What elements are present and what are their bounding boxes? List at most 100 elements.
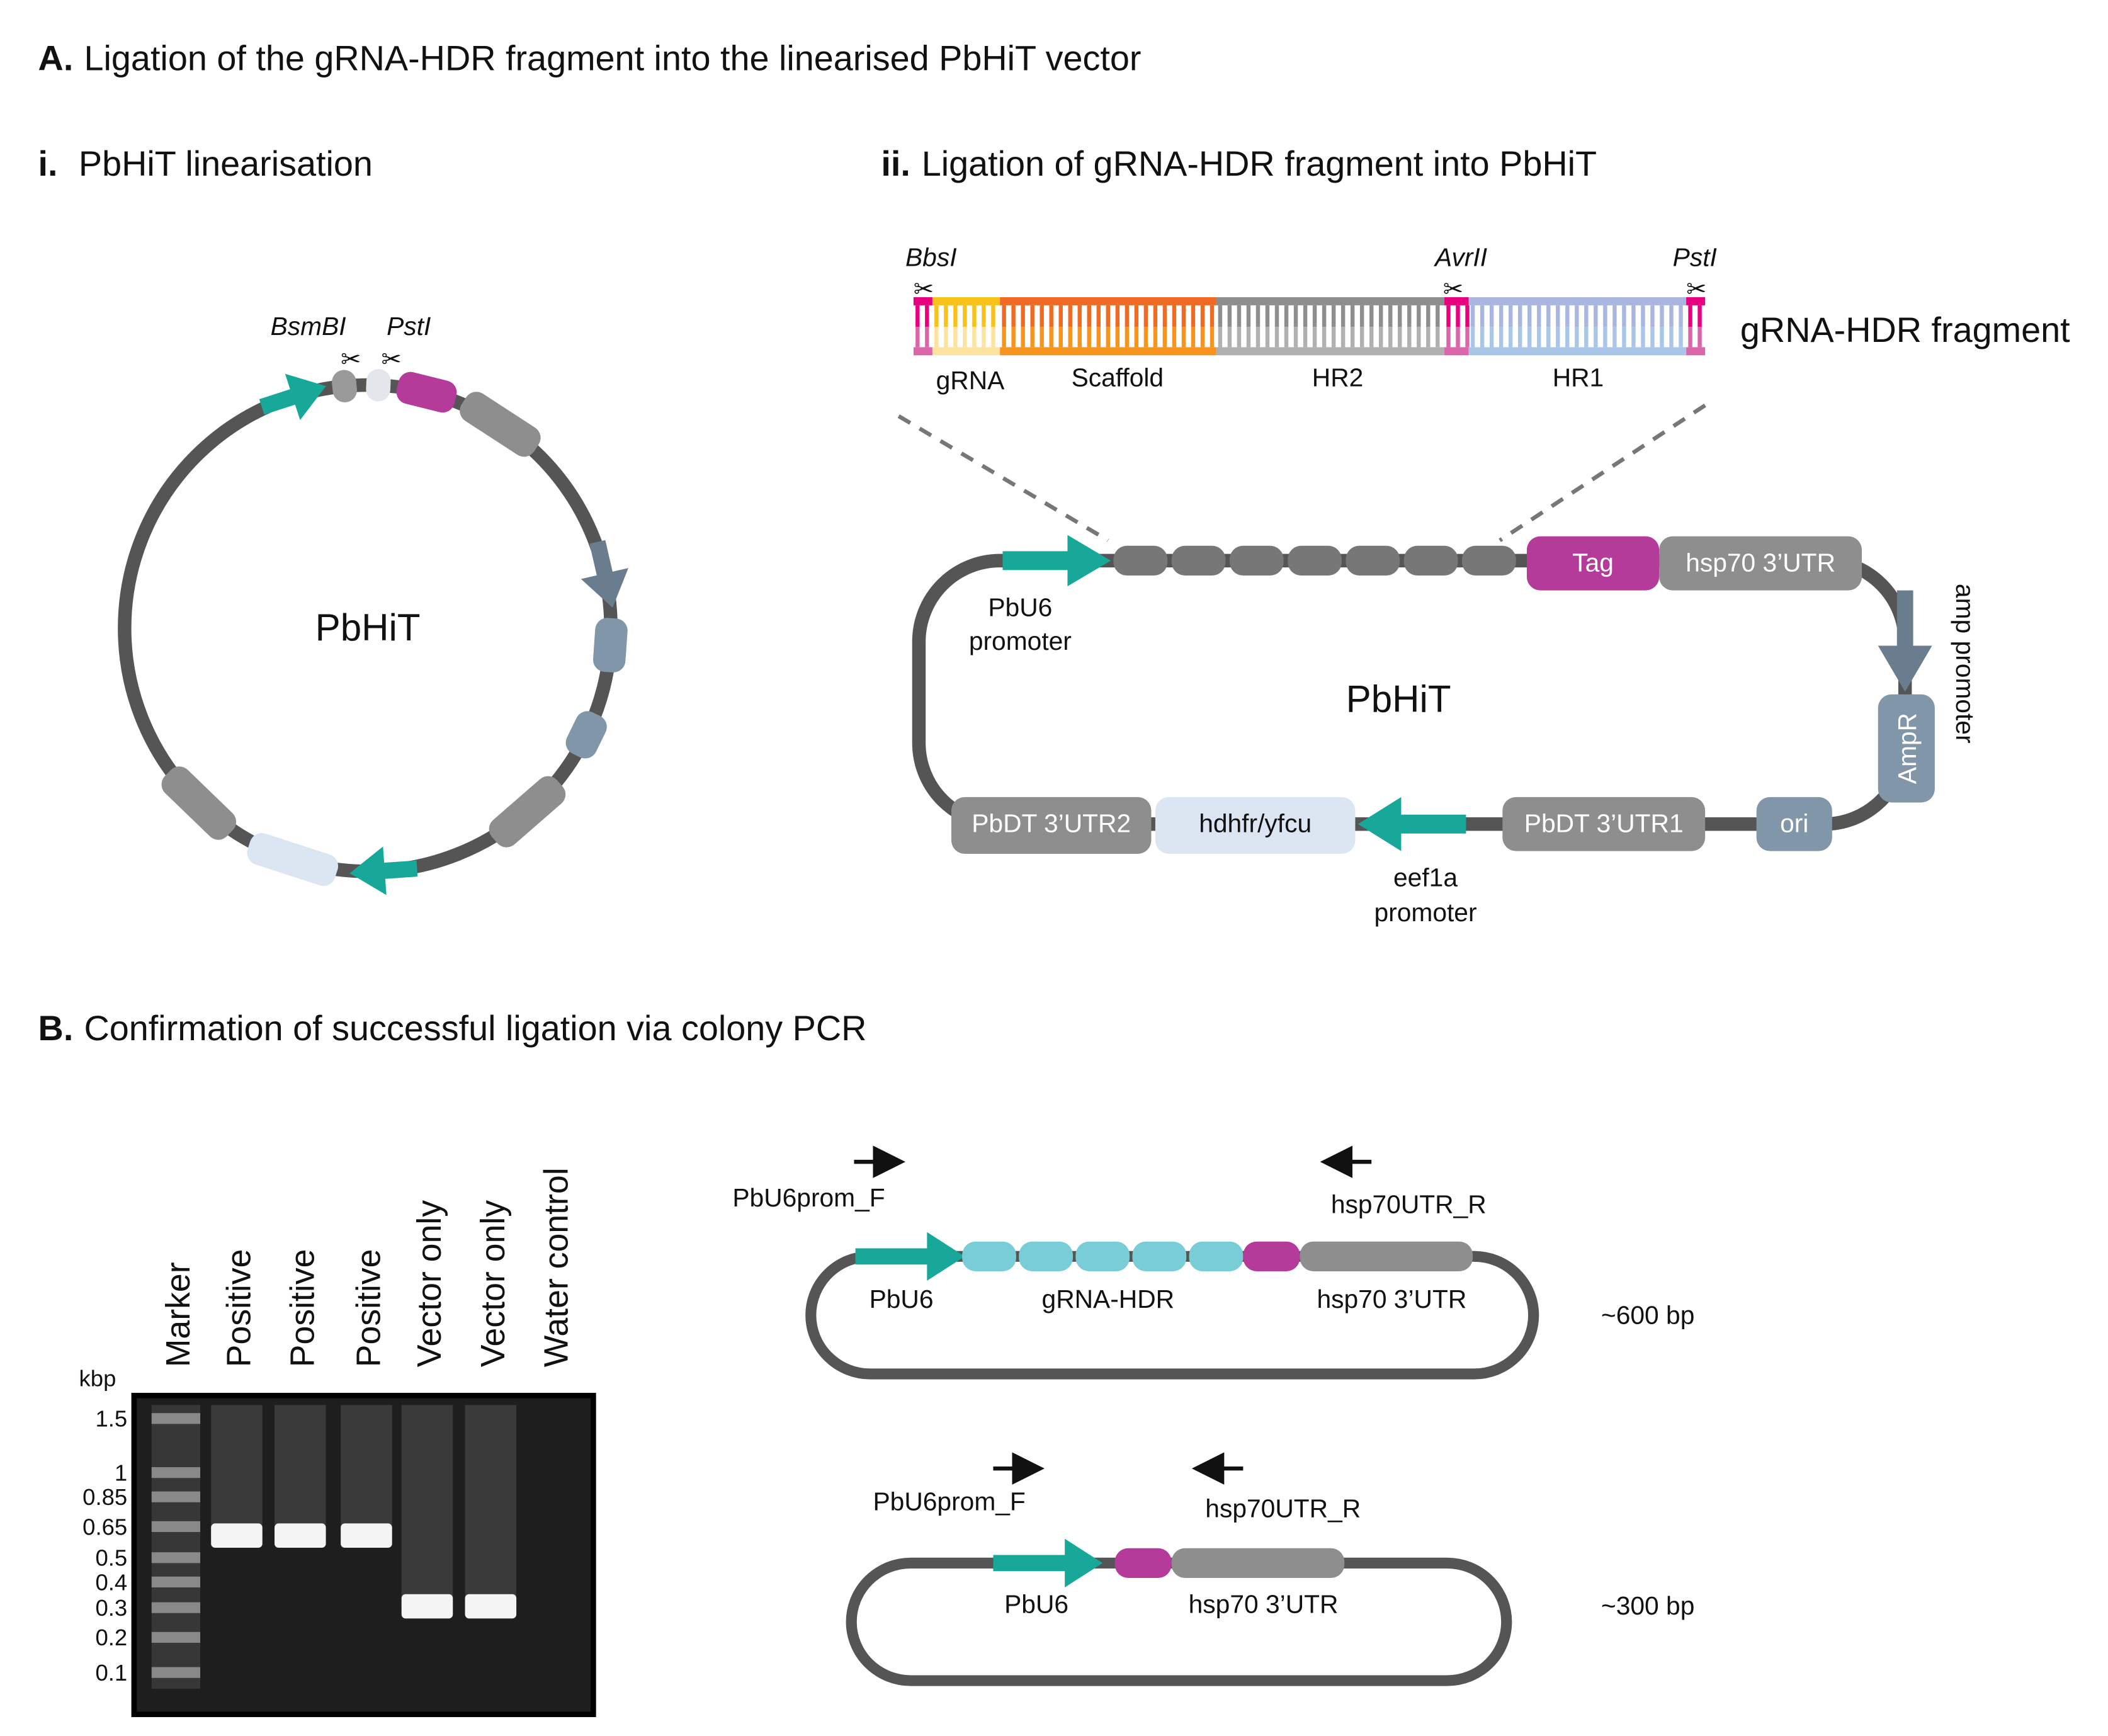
fragment-name: gRNA-HDR fragment (1740, 310, 2070, 349)
pcr-band (341, 1523, 392, 1548)
size-tick-label: 0.5 (95, 1545, 127, 1571)
hsp70-utr-feature (1300, 1241, 1473, 1271)
eef1a-promoter-arrow (1357, 797, 1466, 851)
hsp70-utr-feature (1659, 536, 1862, 591)
lane-label: Vector only (411, 1200, 448, 1367)
marker-band (151, 1521, 201, 1533)
grna-hdr-segment (1019, 1241, 1074, 1271)
tag-feature (1526, 536, 1660, 591)
pbdt-utr1-label: PbDT 3’UTR1 (1524, 809, 1684, 838)
eef1a-label-2: promoter (1374, 898, 1476, 927)
lane-smear (341, 1405, 392, 1537)
ampr-label: AmpR (1893, 713, 1922, 784)
product-size: ~300 bp (1601, 1591, 1694, 1620)
lane-label: Water control (538, 1167, 575, 1367)
marker-band (151, 1413, 201, 1424)
selection-marker-feature (247, 832, 339, 886)
pcr-band (465, 1594, 517, 1619)
pbu6-arrow (993, 1538, 1103, 1587)
lane-label: Positive (220, 1249, 258, 1367)
scaffold-segment (1000, 297, 1216, 356)
forward-primer-label: PbU6prom_F (732, 1183, 885, 1212)
marker-band (151, 1467, 201, 1478)
insert-segment (1346, 545, 1400, 576)
lane-smear (465, 1405, 517, 1608)
amp-promoter-arrow (581, 540, 628, 608)
panel-b-letter: B. (38, 1009, 74, 1048)
marker-band (151, 1552, 201, 1563)
forward-primer-label: PbU6prom_F (873, 1487, 1025, 1516)
panel-a-title: Ligation of the gRNA-HDR fragment into t… (84, 39, 1142, 78)
ori-label: ori (1780, 809, 1808, 838)
pcr-band (401, 1594, 453, 1619)
pbu6-label: PbU6 (988, 593, 1052, 621)
utr-feature (161, 766, 237, 840)
sub-ii-title: Ligation of gRNA-HDR fragment into PbHiT (922, 144, 1597, 183)
insert-segment (1171, 545, 1226, 576)
site-label-psti: PstI (387, 312, 431, 341)
hsp70-utr-label: hsp70 3’UTR (1686, 548, 1835, 577)
marker-band (151, 1576, 201, 1587)
promoter-arrow (259, 373, 326, 421)
pbu6-arrow (855, 1232, 965, 1281)
grna-segment (932, 297, 1000, 356)
size-tick-label: 0.1 (95, 1660, 127, 1686)
ampr-feature (1878, 694, 1935, 803)
lane-label: Positive (349, 1249, 387, 1367)
grna-hdr-segment (1189, 1241, 1244, 1271)
size-tick-label: 1.5 (95, 1406, 127, 1432)
grna-hdr-region (962, 1241, 1244, 1271)
lane-label: Marker (159, 1262, 197, 1367)
insert-segment (1403, 545, 1458, 576)
size-tick-label: 0.4 (95, 1569, 127, 1595)
scissors-icon: ✂ (341, 346, 361, 373)
site-label-bbsi: BbsI (905, 243, 957, 272)
insert-segment (1288, 545, 1342, 576)
pbu6-label: PbU6 (870, 1285, 934, 1313)
site-label-bsmbi: BsmBI (271, 312, 346, 341)
insert-guide-line (1499, 403, 1706, 542)
marker-band (151, 1667, 201, 1678)
grna-hdr-segment (1132, 1241, 1187, 1271)
bsmbi-site-feature (332, 370, 357, 402)
pbdt-utr2-label: PbDT 3’UTR2 (972, 809, 1131, 838)
size-tick-label: 0.3 (95, 1595, 127, 1621)
grna-hdr-label: gRNA-HDR (1042, 1285, 1175, 1313)
pcr-band (275, 1523, 326, 1548)
panel-a-heading: A. Ligation of the gRNA-HDR fragment int… (38, 39, 1142, 78)
pcr-constructs: PbU6 gRNA-HDR hsp70 3’UTR PbU6prom_F hsp… (732, 1145, 1694, 1686)
insert-guide-line (897, 414, 1109, 542)
tag-feature (1243, 1241, 1300, 1271)
sub-ii-numeral: ii. (881, 144, 910, 183)
insert-region (1113, 545, 1516, 576)
panel-a-letter: A. (38, 39, 74, 78)
ampr-feature (592, 618, 628, 672)
segment-label-hr2: HR2 (1312, 363, 1364, 392)
marker-band (151, 1631, 201, 1643)
amp-promoter-label: amp promoter (1951, 584, 1980, 744)
pbdt-utr2-feature (951, 797, 1152, 854)
size-tick-label: 0.65 (82, 1514, 127, 1540)
insert-segment (1229, 545, 1284, 576)
reverse-primer-label: hsp70UTR_R (1205, 1494, 1361, 1523)
tag-feature (396, 372, 457, 413)
plasmid-name: PbHiT (1346, 678, 1451, 720)
hsp70-utr-label: hsp70 3’UTR (1317, 1285, 1466, 1313)
lane-smear (275, 1405, 326, 1537)
hdhfr-yfcu-feature (1155, 797, 1356, 854)
psti-site-feature (366, 369, 391, 402)
scissors-icon: ✂ (382, 346, 402, 373)
pbdt-utr1-feature (1502, 797, 1706, 851)
plasmid-name: PbHiT (315, 606, 421, 649)
reverse-primer-label: hsp70UTR_R (1331, 1190, 1487, 1219)
hr1-segment (1468, 297, 1687, 356)
segment-label-hr1: HR1 (1553, 363, 1604, 392)
site-label-psti-2: PstI (1673, 243, 1717, 272)
hr2-segment (1216, 297, 1445, 356)
gel-unit: kbp (79, 1365, 116, 1391)
tag-feature (1114, 1548, 1172, 1578)
ori-feature (565, 711, 607, 759)
construct-backbone (805, 1251, 1539, 1380)
hsp70-utr-feature (1171, 1548, 1345, 1578)
site-label-avrii: AvrII (1433, 243, 1487, 272)
